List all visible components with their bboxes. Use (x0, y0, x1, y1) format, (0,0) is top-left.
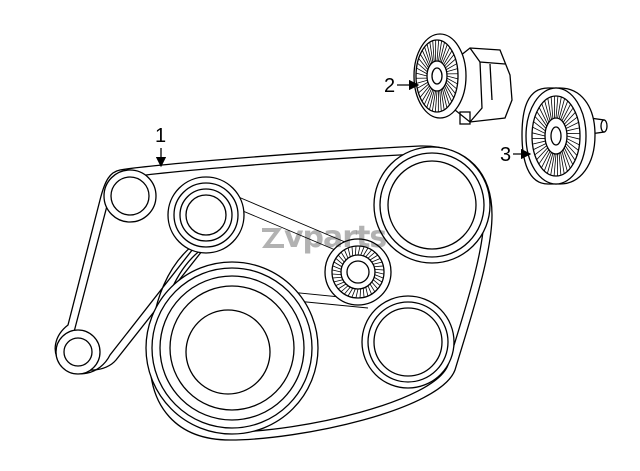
watermark-mark (262, 228, 284, 248)
alternator-pulley (167, 176, 245, 254)
water-pump-pulley (361, 295, 455, 389)
callout-1-label: 1 (155, 125, 166, 147)
power-steering-pulley (373, 146, 491, 264)
callout-2-label: 2 (384, 75, 395, 97)
callout-3-label: 3 (500, 144, 511, 166)
upper-left-idler-pulley (103, 169, 157, 223)
idler-pulley-assembly (521, 87, 608, 185)
watermark-text: vparts (284, 220, 386, 255)
callout-1: 1 (155, 125, 167, 168)
callout-3: 3 (500, 144, 532, 166)
crankshaft-pulley (145, 261, 319, 435)
belt-tensioner-assembly (413, 33, 513, 125)
watermark-logo: vparts (262, 220, 387, 255)
lower-left-pulley (55, 329, 101, 375)
callout-2: 2 (384, 75, 420, 97)
center-idler-pulley (324, 238, 392, 306)
